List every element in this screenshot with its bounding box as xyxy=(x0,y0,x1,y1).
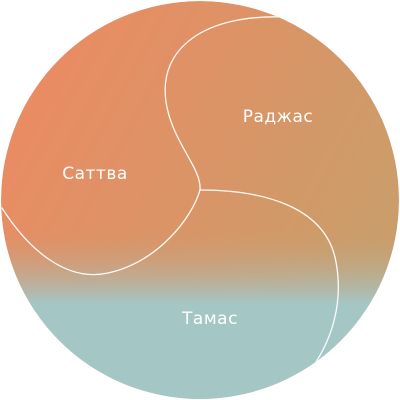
label-rajas: Раджас xyxy=(243,107,314,127)
label-sattva: Саттва xyxy=(62,164,128,184)
divider-rajas-arc xyxy=(164,16,286,191)
divider-tamas-arc xyxy=(199,189,339,363)
label-tamas: Тамас xyxy=(181,309,238,329)
divider-sattva-arc xyxy=(1,189,201,276)
